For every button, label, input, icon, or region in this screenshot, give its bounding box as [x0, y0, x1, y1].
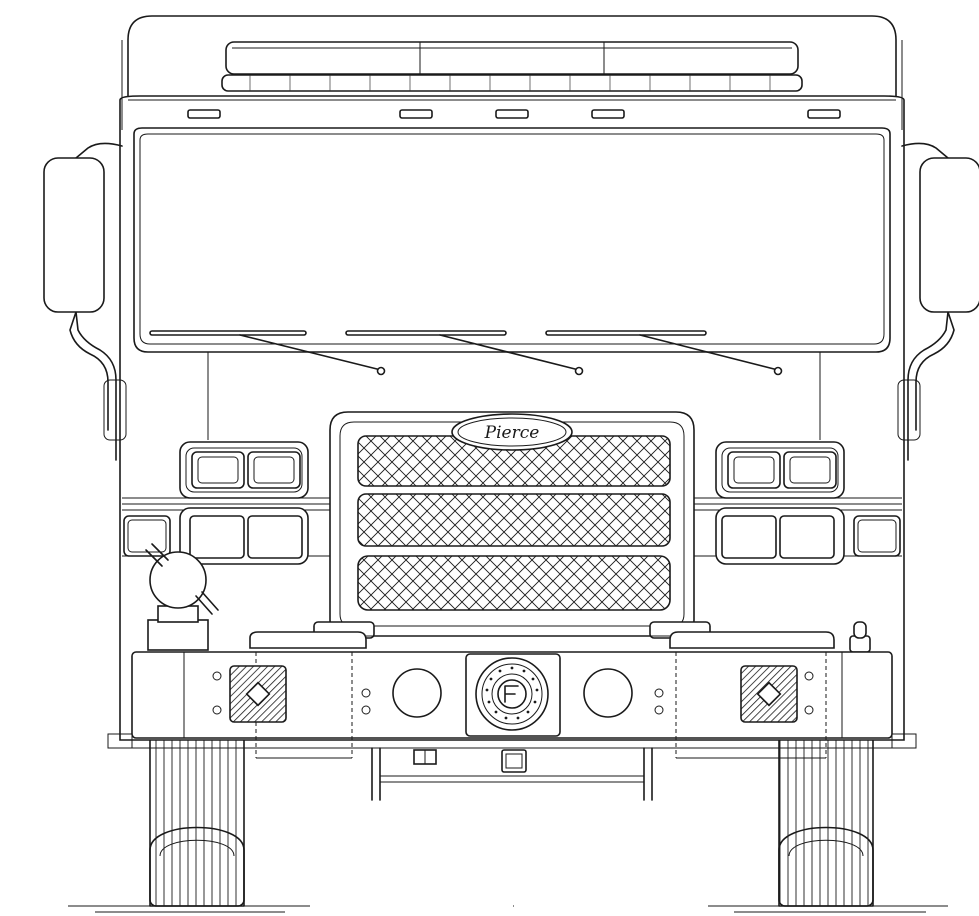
- left-upper-headlights: [179, 441, 309, 499]
- brand-logo-text: Pierce: [484, 423, 540, 443]
- right-mirror: [897, 142, 979, 461]
- bumper-beacon-light: [849, 621, 871, 653]
- left-bumper-speaker: [229, 665, 287, 723]
- right-bumper-speaker: [740, 665, 798, 723]
- windshield-wipers: [149, 330, 783, 376]
- right-lower-headlights: [715, 507, 901, 565]
- left-mirror: [43, 142, 127, 461]
- front-grille: Pierce: [329, 411, 695, 637]
- left-lower-headlights: [123, 507, 309, 565]
- roof-lightbar: [221, 41, 803, 92]
- right-upper-headlights: [715, 441, 845, 499]
- siren-speaker: [145, 543, 219, 651]
- bumper-center-emblem: [475, 657, 549, 731]
- left-tire: [149, 689, 245, 907]
- bumper-top: [249, 621, 835, 649]
- ground-lines: [68, 905, 948, 913]
- windshield: [133, 127, 891, 353]
- door-panel-lines: [207, 352, 821, 440]
- under-bumper-step: [371, 747, 653, 801]
- cab-marker-lights: [187, 109, 841, 119]
- bumper-fixtures: [212, 668, 814, 718]
